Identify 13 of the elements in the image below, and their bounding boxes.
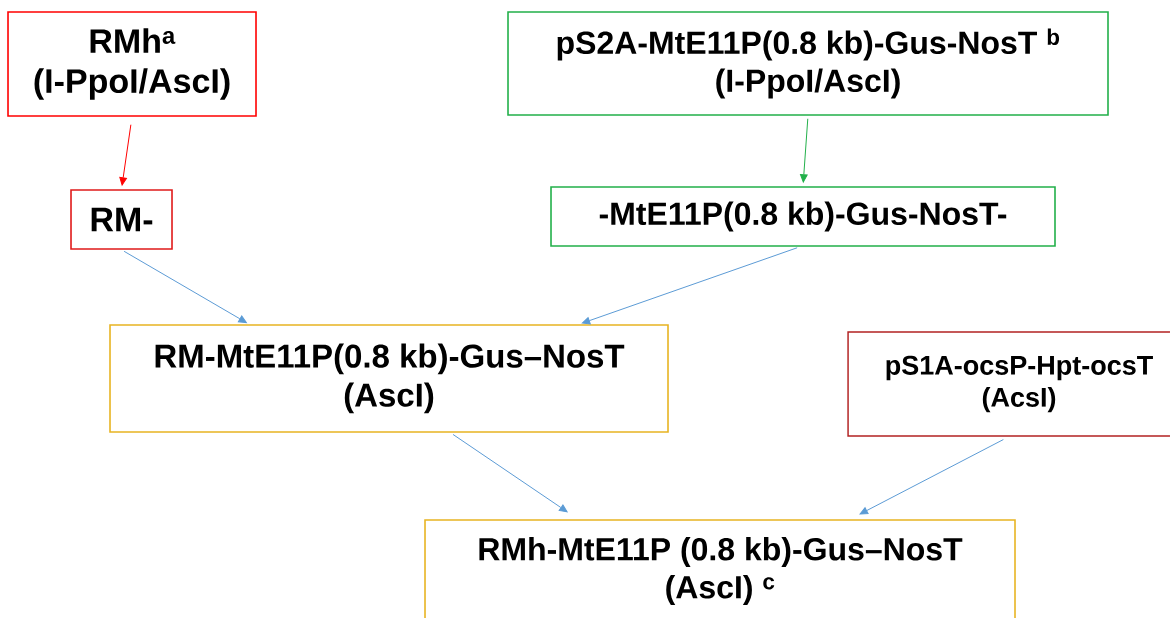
construct-box: RMh-MtE11P (0.8 kb)-Gus–NosT (AscI) $^{c}$ [424,519,1016,618]
arrow [799,118,809,183]
construct-box: -MtE11P(0.8 kb)-Gus-NosT- [550,186,1056,247]
arrow [859,439,1004,515]
construct-box: RMh$^{a}$ (I-PpoI/AscI) [7,11,257,117]
construct-box: RM-MtE11P(0.8 kb)-Gus–NosT (AscI) [109,324,669,433]
construct-box: pS2A-MtE11P(0.8 kb)-Gus-NosT $^{b}$ (I-PpoI/AscI) [507,11,1109,116]
arrow [581,247,798,325]
arrow [119,124,132,186]
arrow [123,250,247,324]
construct-box: pS1A-ocsP-Hpt-ocsT (AcsI) [847,331,1170,437]
construct-box: RM- [70,189,173,250]
arrow [452,433,568,513]
